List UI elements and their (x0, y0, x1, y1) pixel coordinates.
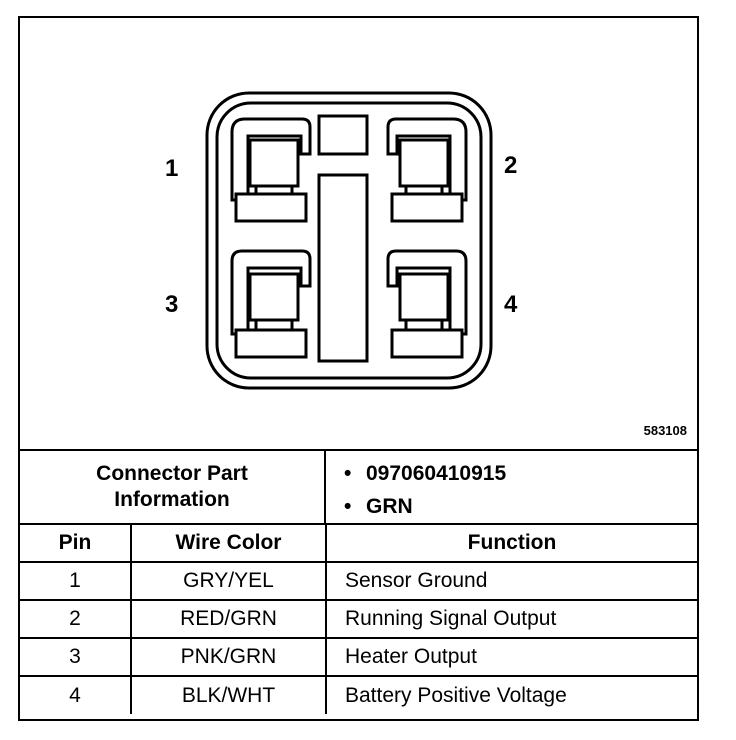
pin-cavity-3 (230, 249, 312, 359)
pin-label-4: 4 (504, 291, 518, 318)
part-number: 097060410915 (344, 457, 697, 490)
function-cell: Sensor Ground (325, 561, 697, 601)
pin-cell: 4 (20, 675, 132, 714)
center-key (317, 114, 369, 156)
table-row: 4 BLK/WHT Battery Positive Voltage (20, 675, 697, 714)
table-row: 2 RED/GRN Running Signal Output (20, 599, 697, 639)
pin-cell: 3 (20, 637, 132, 677)
function-cell: Battery Positive Voltage (325, 675, 697, 714)
pin-label-1: 1 (165, 155, 178, 182)
connector-part-info-row: Connector Part Information 097060410915 … (20, 449, 697, 523)
header-function: Function (325, 523, 697, 563)
connector-color: GRN (344, 490, 697, 523)
connector-part-info-list: 097060410915 GRN (326, 451, 697, 523)
connector-card: 1 2 3 4 583108 Connector Part Informatio… (18, 16, 699, 721)
wire-color-cell: PNK/GRN (130, 637, 327, 677)
connector-diagram: 1 2 3 4 583108 (20, 18, 697, 449)
pin-cell: 1 (20, 561, 132, 601)
function-cell: Running Signal Output (325, 599, 697, 639)
drawing-id: 583108 (643, 423, 687, 438)
header-wire-color: Wire Color (130, 523, 327, 563)
connector-part-info-label-text: Connector Part Information (96, 462, 248, 511)
table-row: 3 PNK/GRN Heater Output (20, 637, 697, 677)
pin-label-3: 3 (165, 291, 178, 318)
pin-cavity-1 (230, 117, 312, 223)
function-cell: Heater Output (325, 637, 697, 677)
pin-cavity-4 (386, 249, 468, 359)
pin-cell: 2 (20, 599, 132, 639)
pin-cavity-2 (386, 117, 468, 223)
table-row: 1 GRY/YEL Sensor Ground (20, 561, 697, 601)
pinout-header-row: Pin Wire Color Function (20, 523, 697, 563)
connector-face-drawing: 1 2 3 4 (165, 91, 518, 390)
wire-color-cell: BLK/WHT (130, 675, 327, 714)
wire-color-cell: RED/GRN (130, 599, 327, 639)
header-pin: Pin (20, 523, 132, 563)
wire-color-cell: GRY/YEL (130, 561, 327, 601)
connector-part-info-label: Connector Part Information (20, 451, 326, 523)
pinout-table: Pin Wire Color Function 1 GRY/YEL Sensor… (20, 523, 697, 714)
center-divider (317, 173, 369, 363)
pin-label-2: 2 (504, 152, 517, 179)
